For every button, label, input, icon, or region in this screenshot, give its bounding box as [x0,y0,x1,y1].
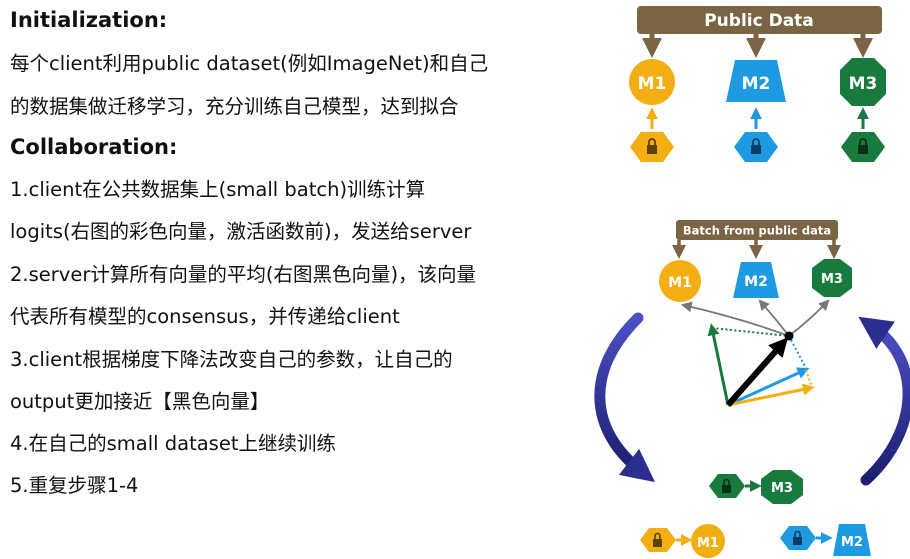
batch-banner [676,220,838,240]
step-2-line-2: 代表所有模型的consensus，并传递给client [10,305,400,328]
batch-model-m3-label: M3 [821,272,843,287]
vector-m1 [727,383,815,407]
batch-model-m1-label: M1 [668,275,692,291]
public-data-label: Public Data [704,11,814,31]
bottom-model-m1 [691,524,725,558]
dotted-sum-orange [805,369,813,388]
model-m2-trapezoid [726,60,786,102]
feedback-arrow-m3 [788,299,830,337]
lock-icon [653,532,662,547]
feedback-arrow-m1 [680,301,790,337]
lock-icon [793,530,802,545]
step-4: 4.在自己的small dataset上继续训练 [10,432,336,455]
batch-model-m2 [733,262,779,298]
public-data-banner [637,6,882,34]
vector-m3 [707,323,730,406]
batch-model-m2-label: M2 [744,274,768,290]
initialization-heading: Initialization: [10,8,168,32]
lock-icon [647,138,657,154]
vector-m2 [727,367,810,407]
consensus-vector [725,337,789,407]
init-line-2: 的数据集做迁移学习，充分训练自己模型，达到拟合 [10,95,459,118]
junction-dot [784,331,794,341]
bottom-model-m3-label: M3 [771,481,793,496]
bottom-model-m1-label: M1 [697,536,719,551]
bottom-model-m3 [761,470,803,504]
bottom-model-m2 [833,524,871,556]
bottom-diagram: Batch from public data M1 M2 M3 [594,220,910,558]
model-m3-octagon [840,58,886,106]
init-line-1: 每个client利用public dataset(例如ImageNet)和自己 [10,52,489,75]
bottom-model-m2-label: M2 [841,535,863,550]
step-5: 5.重复步骤1-4 [10,474,139,497]
dotted-sum-blue [790,339,809,373]
right-cycle-arrow [858,316,910,486]
dotted-sum-green [711,327,790,337]
model-m2-label: M2 [742,74,771,94]
left-cycle-arrow [594,312,656,483]
step-1-line-1: 1.client在公共数据集上(small batch)训练计算 [10,178,426,201]
batch-model-m1 [659,260,701,302]
top-diagram: Public Data M1 M2 M3 [629,6,886,162]
batch-banner-label: Batch from public data [683,224,831,238]
model-m3-label: M3 [849,74,878,94]
lock-icon [751,138,761,154]
step-2-line-1: 2.server计算所有向量的平均(右图黑色向量)，该向量 [10,263,477,286]
lock-icon [858,138,868,154]
collaboration-heading: Collaboration: [10,135,178,159]
step-1-line-2: logits(右图的彩色向量，激活函数前)，发送给server [10,220,472,243]
model-m1-label: M1 [638,74,667,94]
lock-icon [722,478,731,493]
model-m1-circle [629,59,675,105]
batch-model-m3 [812,259,852,297]
step-3-line-1: 3.client根据梯度下降法改变自己的参数，让自己的 [10,348,453,371]
step-3-line-2: output更加接近【黑色向量】 [10,390,270,413]
